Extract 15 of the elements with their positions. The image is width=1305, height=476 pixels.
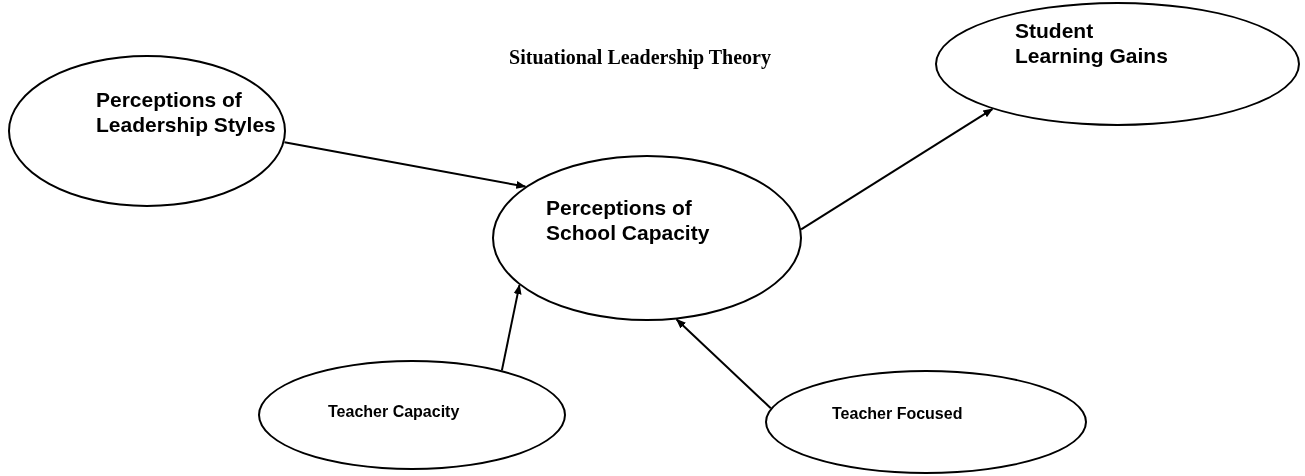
arrow xyxy=(675,318,772,410)
diagram-title: Situational Leadership Theory xyxy=(508,45,772,71)
ellipse-node xyxy=(492,155,802,321)
node-label: Teacher Capacity xyxy=(328,402,461,422)
node-label: Perceptions of School Capacity xyxy=(546,195,711,246)
ellipse-node xyxy=(765,370,1087,474)
node-label: Perceptions of Leadership Styles xyxy=(96,87,277,138)
ellipse-node xyxy=(258,360,566,470)
ellipse-node xyxy=(935,2,1300,126)
arrow xyxy=(500,284,522,372)
ellipse-node xyxy=(8,55,286,207)
node-label: Student Learning Gains xyxy=(1015,18,1169,69)
node-label: Teacher Focused xyxy=(832,404,964,424)
arrow xyxy=(800,108,994,231)
arrow xyxy=(283,141,527,189)
